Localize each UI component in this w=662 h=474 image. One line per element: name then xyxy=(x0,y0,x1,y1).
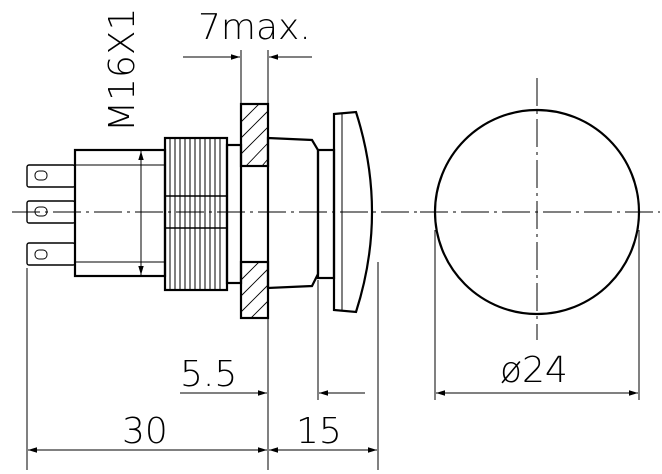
nut xyxy=(225,143,243,285)
dimension-cap-length: 15 xyxy=(269,262,379,470)
thread-label: M16X1 xyxy=(102,8,143,132)
switch-body xyxy=(73,148,167,278)
front-view xyxy=(420,78,660,340)
side-view xyxy=(12,102,420,320)
diameter-label: ø24 xyxy=(500,350,568,391)
cap-front-circle xyxy=(433,108,641,316)
dimension-diameter: ø24 xyxy=(434,230,640,400)
dimension-flange: 5.5 xyxy=(180,280,365,470)
dimension-body-length: 30 xyxy=(26,268,267,470)
dimension-thread: M16X1 xyxy=(102,8,165,277)
cap-length-label: 15 xyxy=(296,411,342,452)
plunger xyxy=(316,148,336,280)
body-length-label: 30 xyxy=(122,411,168,452)
flange-label: 5.5 xyxy=(180,354,237,395)
bezel xyxy=(266,136,320,290)
terminals xyxy=(26,164,76,266)
thread-section xyxy=(163,136,229,292)
panel-section xyxy=(239,102,270,320)
panel-label: 7max. xyxy=(198,7,311,48)
button-cap xyxy=(332,110,374,314)
dimension-panel: 7max. xyxy=(183,7,312,104)
